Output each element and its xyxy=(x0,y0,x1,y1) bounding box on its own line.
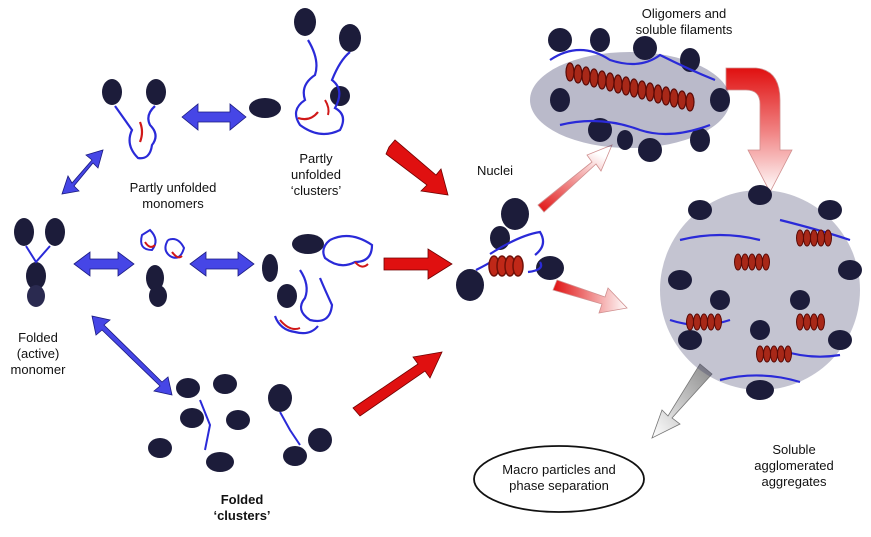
folded-cluster-structure xyxy=(148,374,332,472)
partly-unfolded-monomer-top xyxy=(102,79,166,160)
label-line: soluble filaments xyxy=(635,22,733,37)
label-line: ‘clusters’ xyxy=(213,508,271,523)
arrow-folded-clusters-to-nuclei xyxy=(352,351,443,417)
arrow-partly-unfolded-monomer-to-cluster xyxy=(189,251,255,277)
label-line: monomers xyxy=(142,196,204,211)
partly-unfolded-cluster-middle xyxy=(262,234,374,335)
label-line: Partly unfolded xyxy=(129,180,217,195)
arrow-nuclei-to-aggregates xyxy=(552,279,628,314)
arrow-folded-to-partly-unfolded-diagonal xyxy=(61,149,104,195)
label-line: ‘clusters’ xyxy=(290,183,342,198)
label-line: (active) xyxy=(16,346,60,361)
label-line: phase separation xyxy=(509,478,609,493)
oligomer-filament-structure xyxy=(530,28,730,162)
label-macro-particles: Macro particles and phase separation xyxy=(489,462,629,494)
label-line: agglomerated xyxy=(754,458,834,473)
aggregate-helices xyxy=(686,229,832,363)
label-soluble-aggregates: Soluble agglomerated aggregates xyxy=(746,442,842,490)
soluble-aggregate-structure xyxy=(660,185,862,400)
nucleus-structure xyxy=(456,198,564,301)
partly-unfolded-monomer-middle xyxy=(140,228,186,307)
label-line: Soluble xyxy=(772,442,816,457)
label-line: Partly xyxy=(299,151,333,166)
folded-monomer-structure xyxy=(14,218,65,307)
label-line: Folded xyxy=(220,492,264,507)
label-line: Macro particles and xyxy=(502,462,616,477)
label-line: unfolded xyxy=(291,167,341,182)
arrow-aggregates-to-macro xyxy=(651,363,713,439)
label-folded-monomer: Folded (active) monomer xyxy=(6,330,70,378)
label-oligomers: Oligomers and soluble filaments xyxy=(614,6,754,38)
label-line: monomer xyxy=(10,362,66,377)
arrow-folded-to-partly-unfolded-horizontal xyxy=(73,251,135,277)
label-line: Folded xyxy=(18,330,58,345)
partly-unfolded-cluster-top xyxy=(249,8,361,136)
arrow-nuclei-to-oligomers xyxy=(537,144,613,213)
label-line: aggregates xyxy=(761,474,827,489)
arrow-clusters-to-nuclei xyxy=(385,139,449,196)
label-nuclei: Nuclei xyxy=(476,163,514,178)
label-partly-unfolded-monomers: Partly unfolded monomers xyxy=(108,180,238,212)
arrow-unfolded-clusters-to-nuclei xyxy=(383,248,453,280)
macro-particles-ellipse xyxy=(473,445,645,513)
label-line: Oligomers and xyxy=(641,6,727,21)
arrow-folded-to-folded-clusters xyxy=(91,315,173,396)
filament-helix xyxy=(565,62,695,112)
arrow-oligomers-to-aggregates xyxy=(725,67,793,193)
nucleus-helix xyxy=(488,255,524,277)
label-partly-unfolded-clusters: Partly unfolded ‘clusters’ xyxy=(280,151,352,199)
label-folded-clusters: Folded ‘clusters’ xyxy=(210,492,274,524)
arrow-monomer-to-cluster xyxy=(181,103,247,131)
